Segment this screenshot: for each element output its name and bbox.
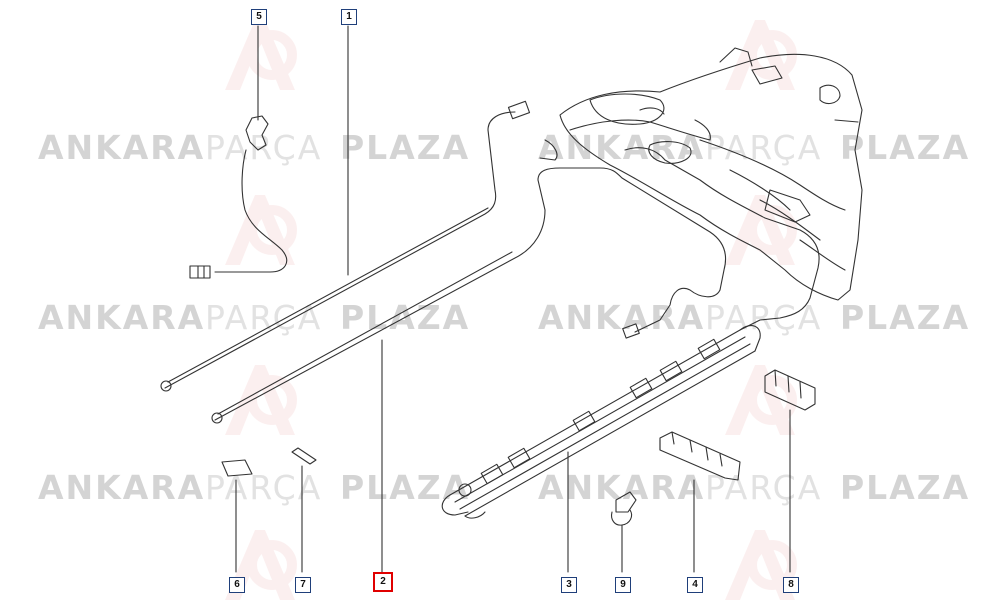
- callout-8[interactable]: 8: [783, 577, 799, 593]
- callout-5[interactable]: 5: [251, 9, 267, 25]
- part-3-tube-bundle: [441, 325, 761, 573]
- part-7-clip: [291, 447, 317, 573]
- part-8-connector-clip: [764, 369, 816, 573]
- callout-2-selected[interactable]: 2: [373, 572, 393, 592]
- callout-3[interactable]: 3: [561, 577, 577, 593]
- part-6-pad: [221, 459, 253, 573]
- callout-6[interactable]: 6: [229, 577, 245, 593]
- part-5-harness: [189, 25, 288, 279]
- part-2-fuel-pipe: [211, 147, 820, 573]
- callout-7[interactable]: 7: [295, 577, 311, 593]
- callout-9[interactable]: 9: [615, 577, 631, 593]
- part-4-clip-bracket: [659, 431, 741, 573]
- part-1-fuel-pipe: [160, 25, 531, 392]
- part-9-connector: [611, 491, 637, 573]
- callout-1[interactable]: 1: [341, 9, 357, 25]
- callout-4[interactable]: 4: [687, 577, 703, 593]
- fuel-tank-drawing: [539, 47, 863, 301]
